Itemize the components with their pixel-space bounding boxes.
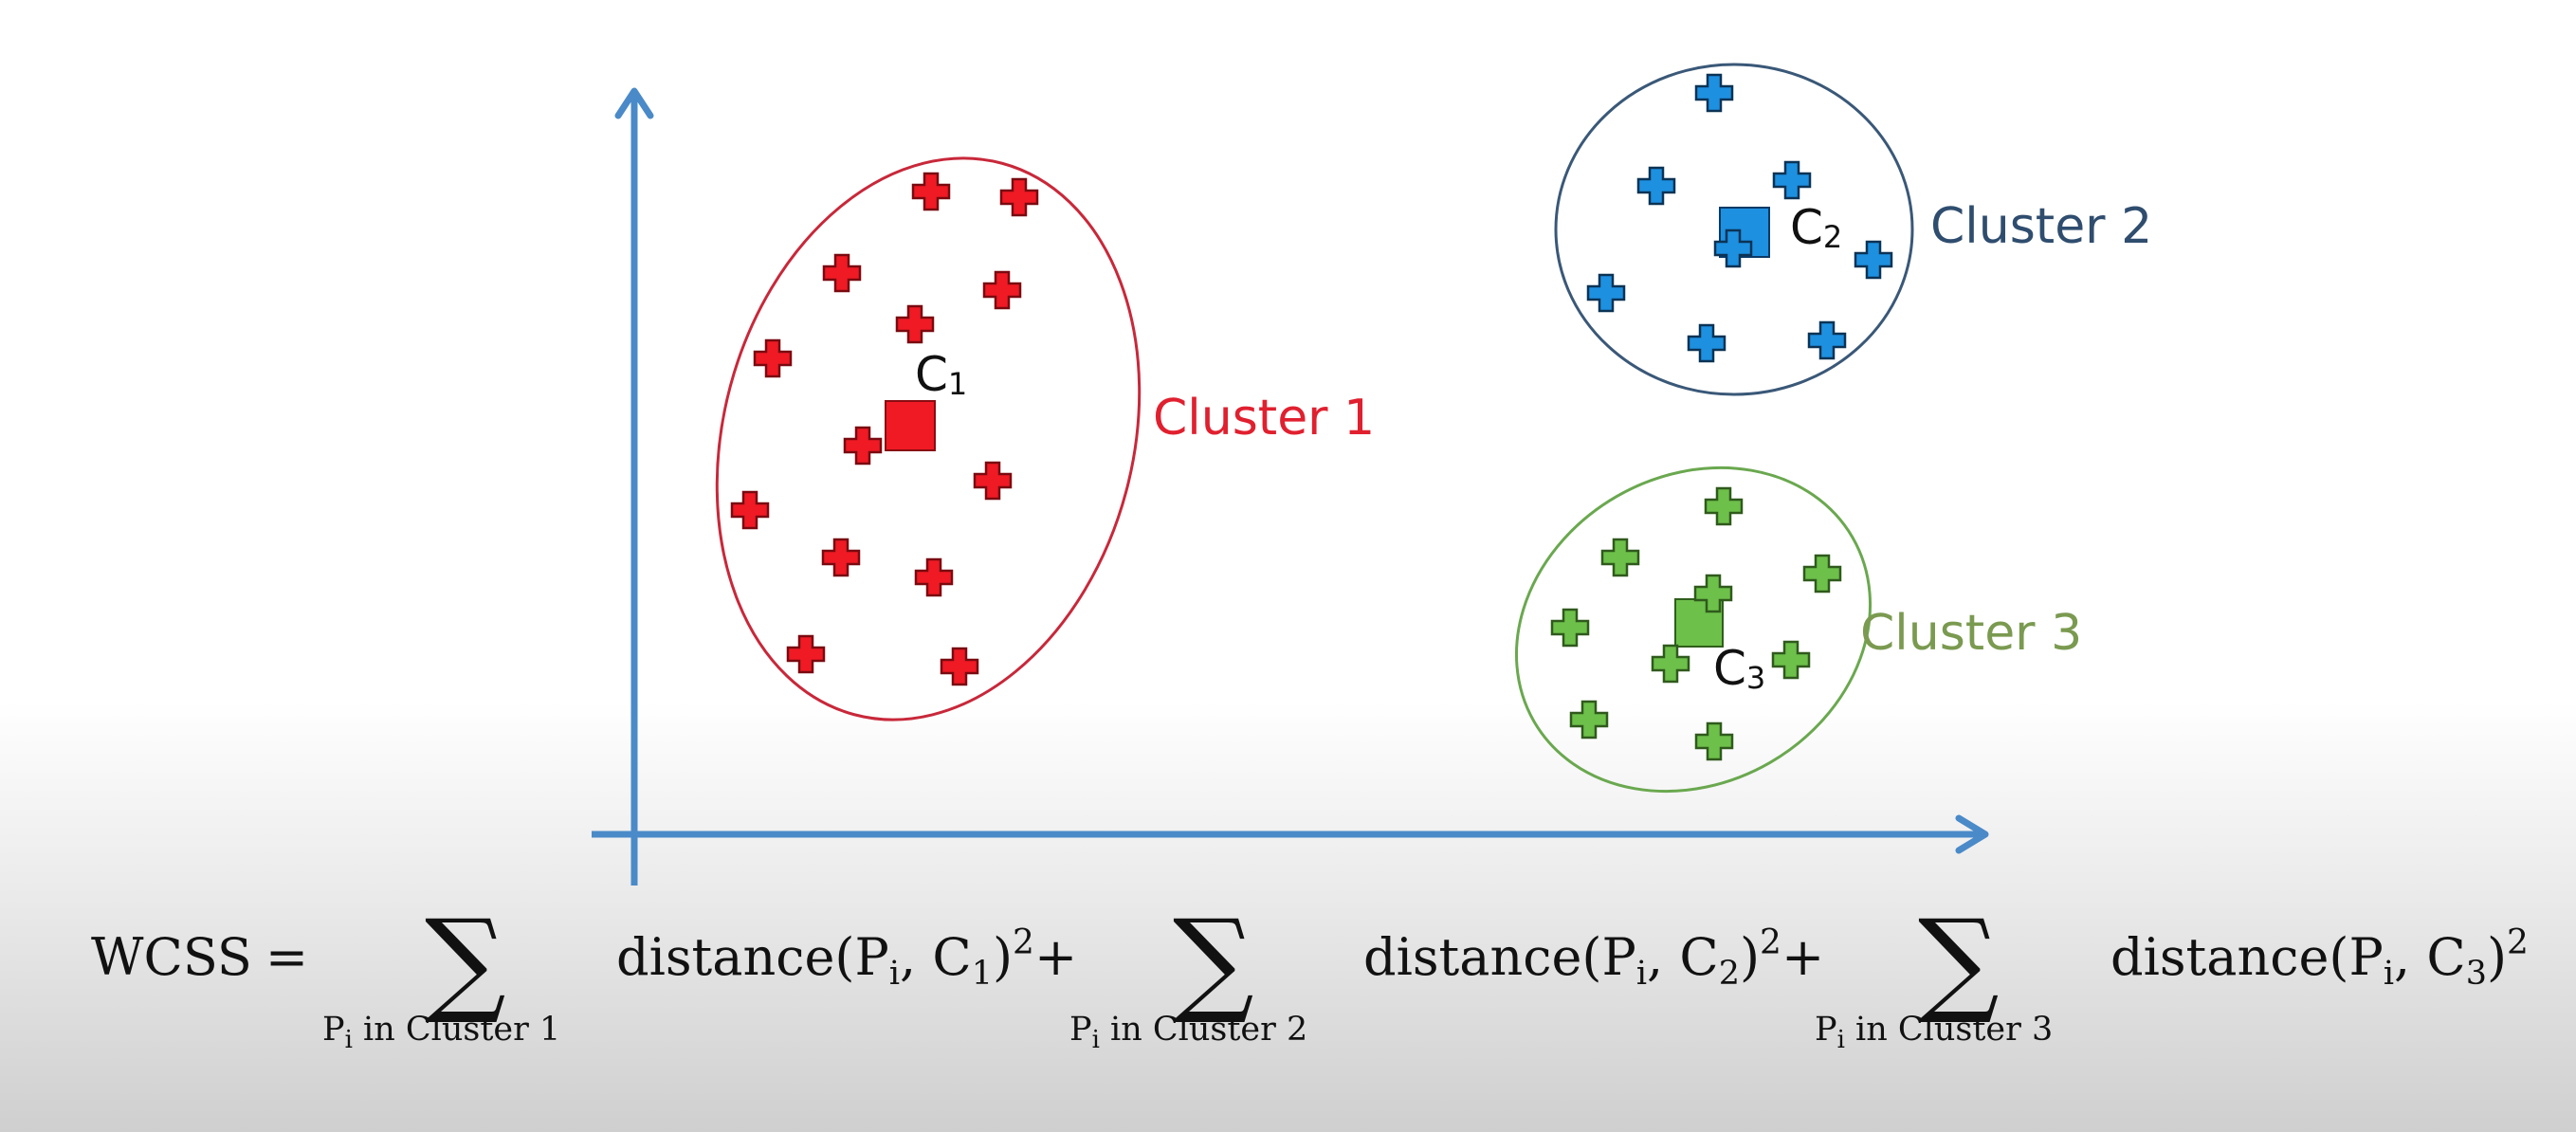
cluster-3-point-icon: [1802, 554, 1842, 593]
cluster-1-point-icon: [753, 338, 793, 378]
cluster-1-point-icon: [895, 304, 935, 344]
cluster-2-point-icon: [1586, 273, 1626, 313]
cluster-3-point-icon: [1651, 644, 1690, 684]
cluster-1-point-icon: [973, 461, 1013, 501]
distance-term-3: distance(Pi, C3)2: [2110, 923, 2529, 993]
sigma-symbol-1: ∑: [425, 896, 506, 1028]
cluster-1-point-icon: [911, 172, 951, 211]
formula-lhs: WCSS=: [91, 927, 308, 987]
y-axis-arrow-icon: [614, 87, 654, 119]
cluster-2: C2 Cluster 2: [1554, 63, 2152, 396]
cluster-2-point-icon: [1687, 323, 1726, 363]
cluster-1-point-icon: [843, 426, 883, 466]
cluster-3-point-icon: [1569, 700, 1609, 739]
sigma-symbol-2: ∑: [1173, 896, 1254, 1028]
centroid-1-label: C1: [915, 347, 967, 402]
cluster-3-point-icon: [1600, 538, 1640, 577]
cluster-1-label: Cluster 1: [1153, 390, 1375, 447]
cluster-1-point-icon: [730, 490, 770, 530]
cluster-1-point-icon: [786, 634, 826, 674]
centroid-2-label: C2: [1790, 200, 1842, 255]
sum-index-1: Pi in Cluster 1: [322, 1011, 560, 1054]
cluster-1-point-icon: [914, 557, 954, 597]
sum-index-2: Pi in Cluster 2: [1069, 1011, 1307, 1054]
cluster-2-point-icon: [1854, 240, 1893, 280]
cluster-3-point-icon: [1550, 608, 1590, 648]
cluster-3-point-icon: [1694, 721, 1734, 761]
cluster-1-point-icon: [982, 270, 1022, 310]
cluster-2-point-icon: [1694, 73, 1734, 113]
centroid-1-marker: [885, 400, 936, 451]
distance-term-1: distance(Pi, C1)2+: [616, 923, 1077, 993]
x-axis-arrow-icon: [1955, 814, 1989, 854]
cluster-2-boundary: [1554, 63, 1914, 396]
cluster-1-point-icon: [822, 253, 862, 293]
centroid-3-label: C3: [1713, 641, 1765, 696]
distance-term-2: distance(Pi, C2)2+: [1363, 923, 1824, 993]
axes: [592, 87, 1989, 886]
sigma-symbol-3: ∑: [1918, 896, 2000, 1028]
cluster-3: C3 Cluster 3: [1514, 466, 2082, 794]
wcss-formula: WCSS= ∑ Pi in Cluster 1 distance(Pi, C1)…: [91, 896, 2529, 1054]
cluster-2-label: Cluster 2: [1930, 198, 2152, 255]
cluster-2-point-icon: [1772, 160, 1812, 200]
cluster-1: C1 Cluster 1: [715, 156, 1375, 721]
cluster-1-point-icon: [999, 177, 1039, 217]
cluster-2-point-icon: [1807, 320, 1847, 360]
cluster-2-point-icon: [1636, 166, 1676, 206]
cluster-3-boundary: [1514, 466, 1873, 794]
sum-index-3: Pi in Cluster 3: [1815, 1011, 2053, 1054]
cluster-3-point-icon: [1771, 640, 1811, 680]
cluster-1-boundary: [715, 156, 1142, 721]
cluster-1-point-icon: [940, 647, 979, 686]
cluster-1-point-icon: [821, 538, 861, 577]
cluster-3-label: Cluster 3: [1860, 605, 2082, 662]
cluster-3-point-icon: [1704, 486, 1744, 526]
